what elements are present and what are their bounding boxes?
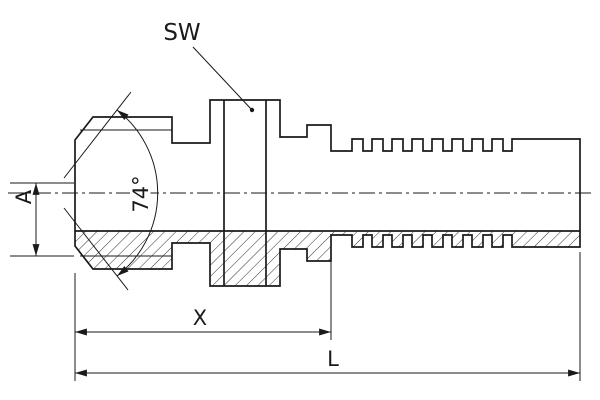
dim-a-label: A (12, 189, 36, 204)
dim-l-label: L (327, 347, 339, 371)
angle-label: 74° (129, 175, 153, 212)
sw-leader-line (192, 46, 253, 111)
dim-x-label: X (193, 306, 207, 330)
angle-line-upper (63, 91, 132, 179)
section-hatching (75, 231, 580, 286)
angle-arc (116, 109, 159, 277)
sw-leader-dot (249, 107, 255, 113)
sw-label: SW (163, 20, 200, 46)
